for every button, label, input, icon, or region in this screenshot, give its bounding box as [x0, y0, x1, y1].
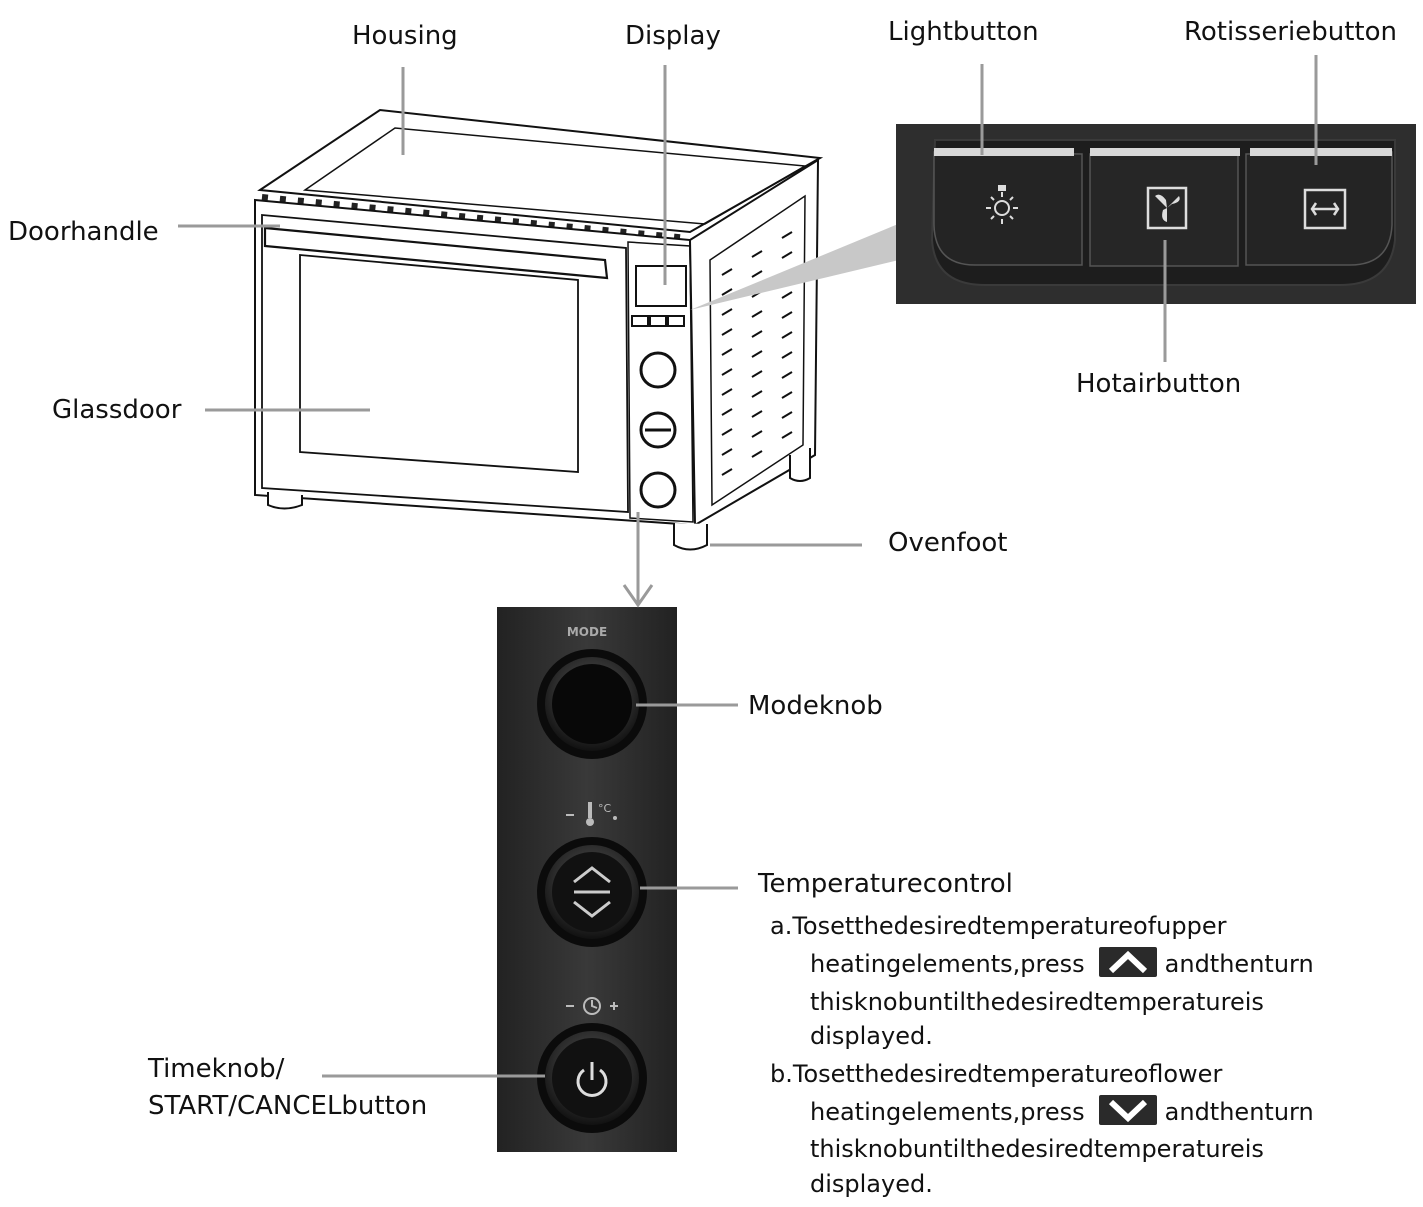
- display-screen: [635, 265, 687, 307]
- label-hot-air-button: Hotairbutton: [1076, 369, 1242, 399]
- label-door-handle: Doorhandle: [8, 217, 159, 247]
- small-time-knob: [639, 471, 677, 509]
- label-housing: Housing: [352, 21, 458, 51]
- label-time-knob-line2: START/CANCELbutton: [148, 1091, 428, 1121]
- chevron-down-icon: [1108, 1099, 1147, 1123]
- instruction-a-line2-post: andthenturn: [1164, 950, 1314, 978]
- rotisserie-button: [1245, 148, 1393, 266]
- label-time-knob-line1: Timeknob/: [148, 1054, 285, 1084]
- instruction-a-line3: thisknobuntilthedesiredtemperatureis: [810, 988, 1264, 1016]
- fan-icon: [1146, 186, 1188, 230]
- label-glass-door: Glassdoor: [52, 395, 182, 425]
- temperature-knob: [537, 837, 647, 947]
- chevron-up-icon: [1108, 950, 1147, 974]
- label-oven-foot: Ovenfoot: [888, 528, 1008, 558]
- small-temp-knob: [639, 411, 677, 449]
- oven-foot-right: [673, 523, 708, 551]
- instruction-a-line4: displayed.: [810, 1022, 933, 1050]
- housing-top: [257, 108, 824, 234]
- zoom-wedge: [690, 215, 920, 310]
- button-panel: [896, 124, 1416, 304]
- side-vents: [721, 231, 793, 476]
- instruction-a-line2: heatingelements,press andthenturn: [810, 947, 1314, 980]
- oven-drawing: [254, 108, 824, 551]
- instruction-b-line2-post: andthenturn: [1164, 1098, 1314, 1126]
- light-bulb-icon: [986, 185, 1018, 224]
- svg-text:°C: °C: [598, 802, 612, 815]
- instruction-b-line3: thisknobuntilthedesiredtemperatureis: [810, 1135, 1264, 1163]
- thermometer-icon: °C: [566, 802, 617, 826]
- oven-foot-left: [267, 492, 303, 510]
- knob-panel: MODE °C: [497, 607, 677, 1152]
- instruction-a-line2-pre: heatingelements,press: [810, 950, 1085, 978]
- arrow-to-panel: [622, 512, 654, 608]
- glass-window: [299, 254, 579, 473]
- door-handle: [263, 226, 609, 280]
- up-key: [1098, 947, 1157, 977]
- label-rotisserie-button: Rotisseriebutton: [1184, 17, 1397, 47]
- clock-icon: [566, 997, 618, 1015]
- label-mode-knob: Modeknob: [748, 691, 883, 721]
- label-temperature-control: Temperaturecontrol: [758, 869, 1013, 899]
- time-knob: [537, 1023, 647, 1133]
- power-icon: [576, 1062, 608, 1097]
- oven-door: [261, 214, 629, 513]
- small-mode-knob: [639, 351, 677, 389]
- label-display: Display: [625, 21, 721, 51]
- leader-lines: [178, 55, 1318, 1078]
- mode-knob: [537, 649, 647, 759]
- instruction-b-line4: displayed.: [810, 1170, 933, 1198]
- mode-label: MODE: [567, 625, 607, 639]
- label-light-button: Lightbutton: [888, 17, 1039, 47]
- instruction-b-line2-pre: heatingelements,press: [810, 1098, 1085, 1126]
- rotisserie-icon: [1303, 188, 1347, 230]
- updown-icon: [573, 866, 611, 918]
- instruction-b-line1: b.Tosetthedesiredtemperatureoflower: [770, 1060, 1223, 1088]
- instruction-a-line1: a.Tosetthedesiredtemperatureofupper: [770, 912, 1227, 940]
- down-key: [1098, 1095, 1157, 1125]
- instruction-b-line2: heatingelements,press andthenturn: [810, 1095, 1314, 1128]
